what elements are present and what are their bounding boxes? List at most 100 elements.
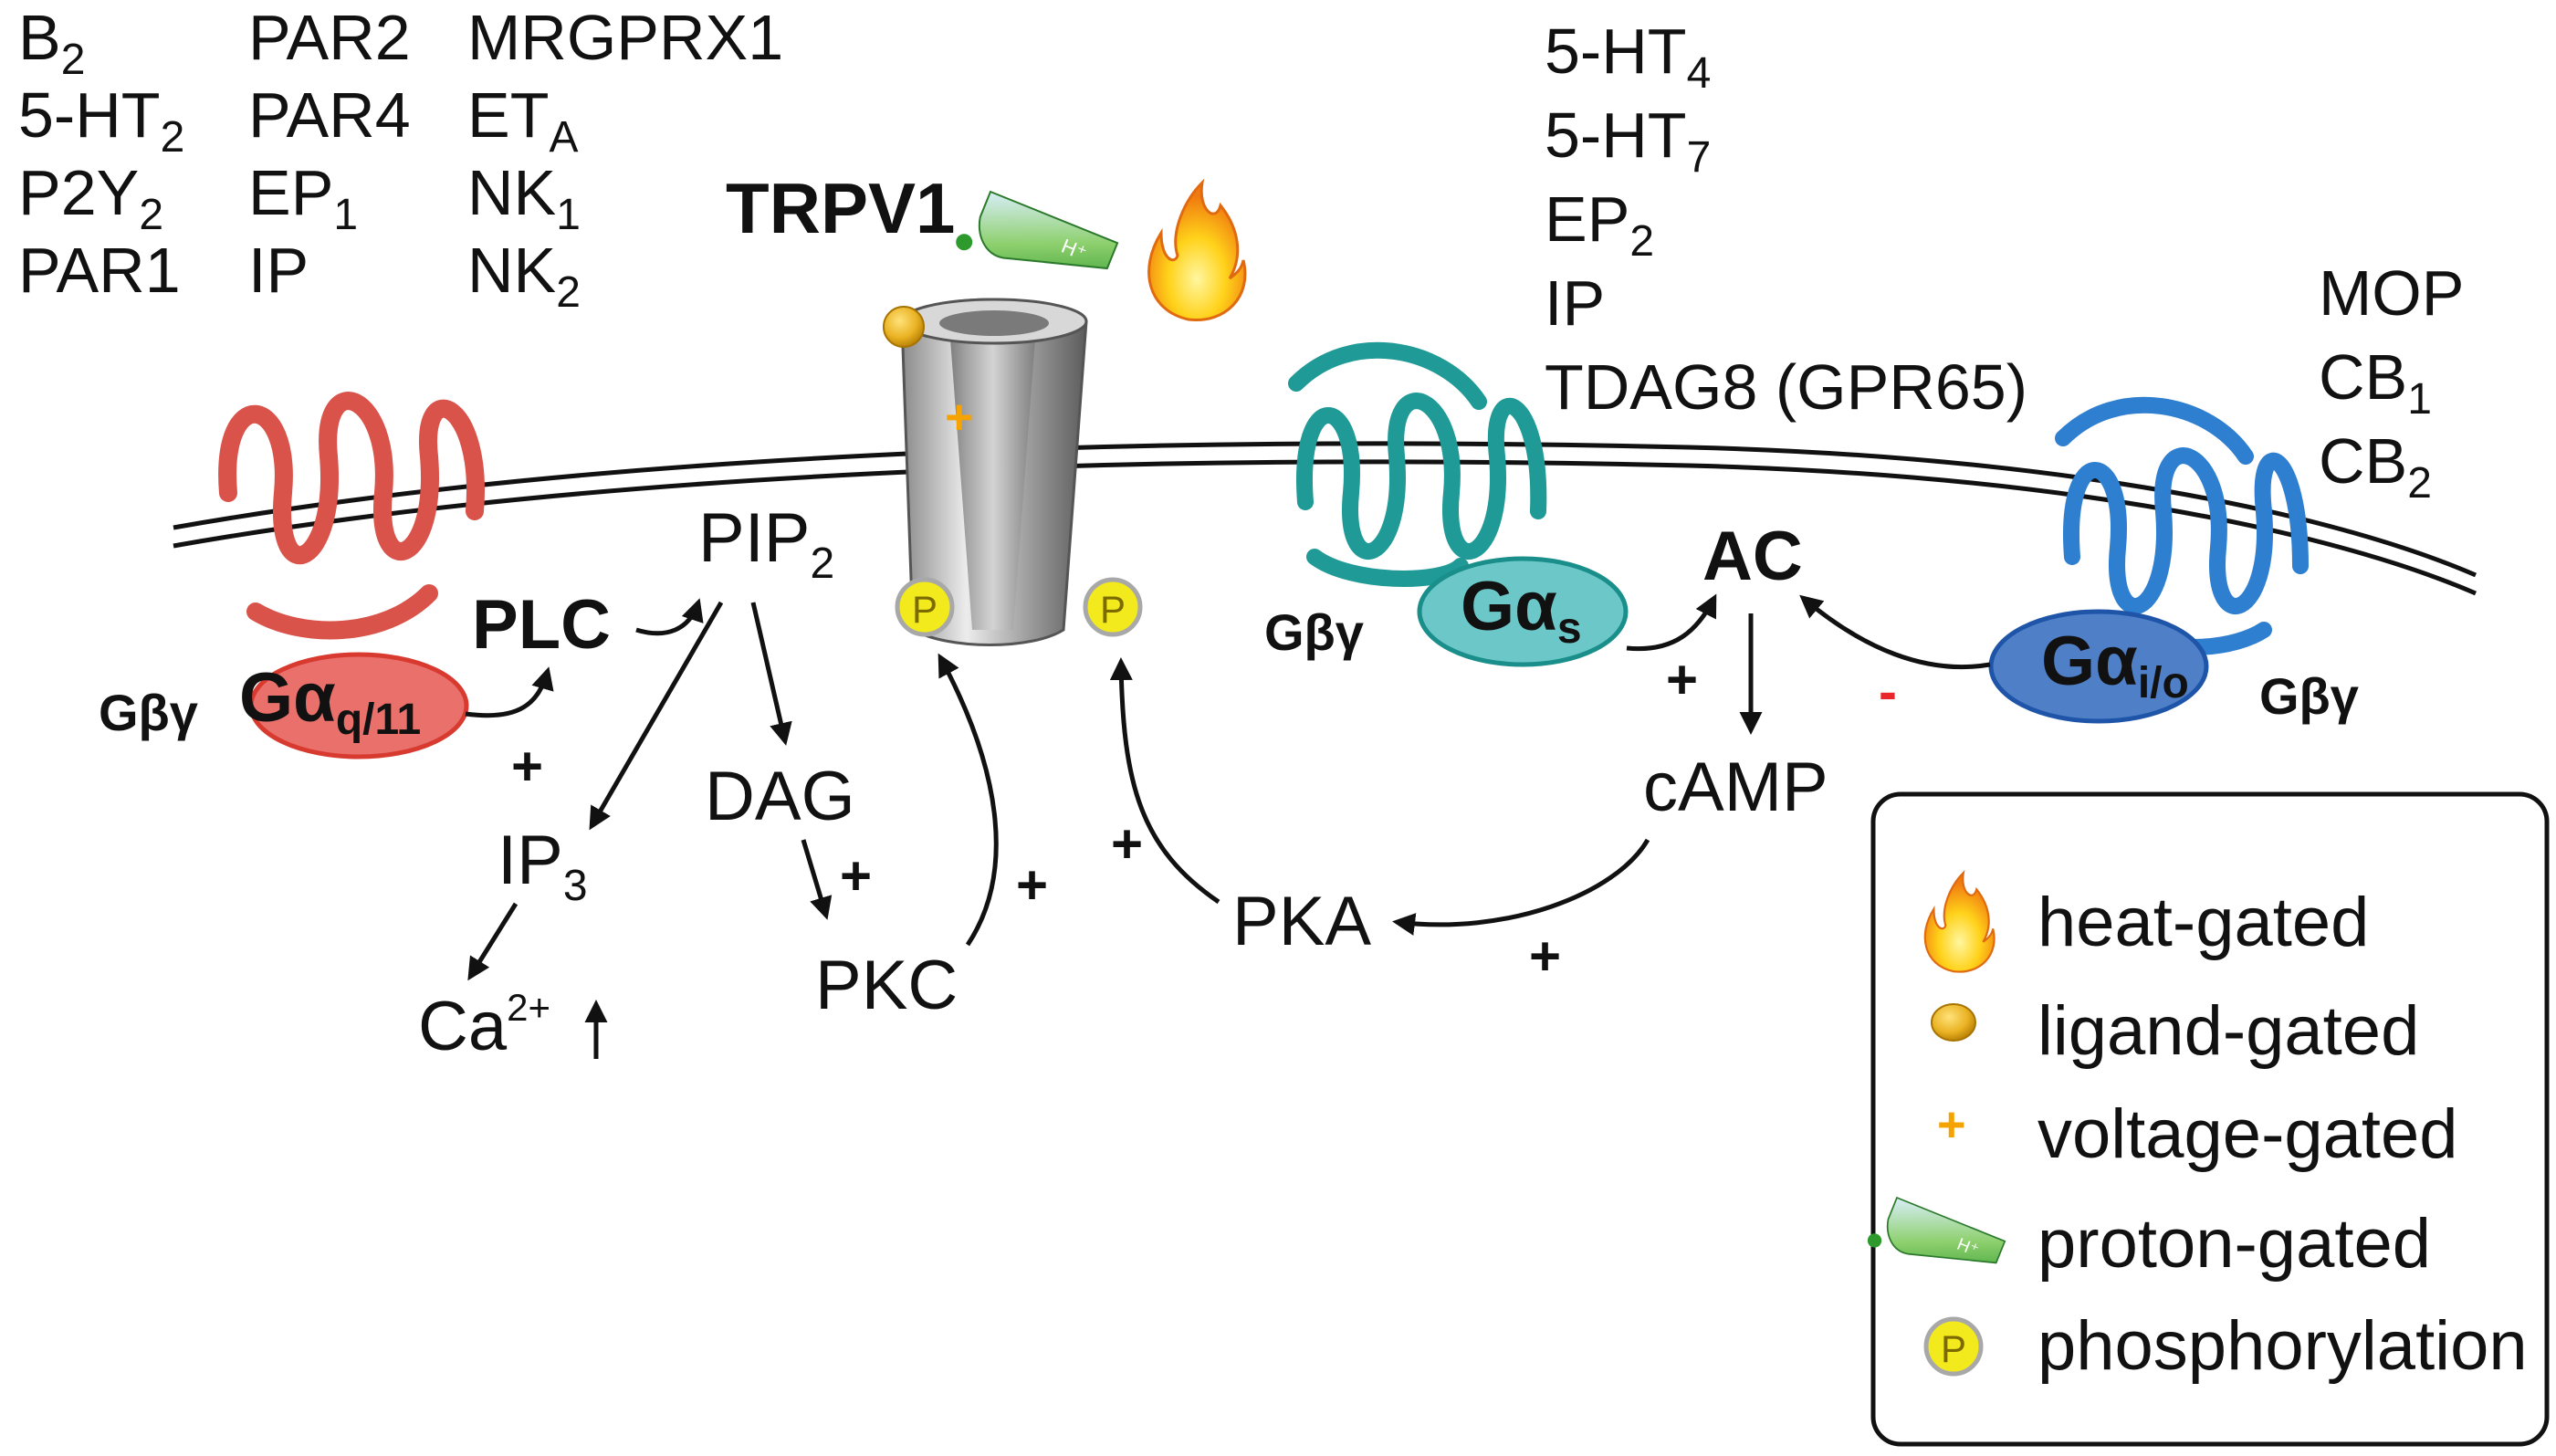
calcium-label: Ca2+	[418, 986, 550, 1065]
arrow-pip2-to-dag	[750, 602, 792, 746]
svg-text:Gαs: Gαs	[1461, 568, 1582, 653]
plus-sign-pkc-trpv1: +	[1016, 854, 1048, 916]
legend-item-ligand: ligand-gated	[1931, 992, 2419, 1070]
gq-alpha-subunit	[248, 652, 469, 759]
legend-box	[1870, 791, 2550, 1447]
pka-label: PKA	[1232, 883, 1371, 960]
arrow-gs-to-ac	[1626, 593, 1717, 652]
gi-receptor-item: MOP	[2319, 257, 2464, 329]
gq-protein: Gαq/11 Gβγ	[99, 652, 469, 759]
gq-betagamma-label: Gβγ	[99, 684, 198, 741]
arrow-camp-to-pka	[1392, 838, 1650, 936]
trpv1-label: TRPV1	[726, 168, 955, 248]
gs-alpha-label: Gα	[1461, 568, 1557, 645]
gs-receptor-item: 5-HT4	[1545, 16, 1711, 98]
ac-label: AC	[1702, 518, 1803, 595]
legend-label-phospho: phosphorylation	[2037, 1307, 2528, 1385]
gs-receptor-item: IP	[1545, 267, 1605, 339]
gi-receptor-item: CB2	[2319, 425, 2432, 508]
gi-alpha-label: Gα	[2041, 623, 2138, 700]
phospho-site-right-icon: P	[1083, 577, 1143, 637]
gq-coupled-receptor-icon	[218, 392, 485, 640]
gs-betagamma-label: Gβγ	[1264, 603, 1364, 661]
phospho-site-left-icon: P	[895, 577, 955, 637]
gs-protein: Gαs Gβγ	[1264, 556, 1629, 667]
gs-alpha-sub: s	[1557, 604, 1582, 653]
gq-col2-receptor-item: EP1	[248, 157, 358, 239]
plus-sign-gs-ac: +	[1666, 649, 1698, 710]
gq-col1-receptor-item: 5-HT2	[18, 79, 184, 162]
camp-label: cAMP	[1643, 749, 1828, 826]
plus-sign-camp-pka: +	[1529, 926, 1561, 987]
legend: heat-gated ligand-gated + voltage-gated …	[1867, 791, 2550, 1447]
gs-receptor-item: 5-HT7	[1545, 100, 1711, 182]
gq-col3-receptor-item: NK2	[467, 235, 581, 317]
gs-receptor-item: TDAG8 (GPR65)	[1545, 351, 2027, 423]
gs-alpha-subunit	[1417, 556, 1629, 667]
ip3-label: IP3	[498, 822, 588, 910]
heat-flame-icon	[1147, 178, 1247, 322]
gq-col3-receptor-item: ETA	[467, 79, 578, 162]
trpv1-channel: + P P TRPV1 H⁺	[726, 168, 1247, 646]
plus-sign-gq-plc: +	[511, 736, 543, 797]
gs-coupled-receptor-icon	[1288, 341, 1547, 587]
minus-sign-gi-ac: -	[1879, 661, 1897, 722]
plc-label: PLC	[472, 586, 611, 664]
legend-label-heat: heat-gated	[2037, 884, 2369, 961]
legend-item-heat: heat-gated	[1923, 870, 2369, 973]
legend-item-phospho: P phosphorylation	[1923, 1307, 2528, 1385]
plus-sign-pka-trpv1: +	[1111, 813, 1143, 875]
voltage-plus-icon: +	[1937, 1097, 1966, 1152]
trpv1-pore-opening	[939, 310, 1049, 336]
svg-text:P: P	[1941, 1327, 1966, 1370]
gi-protein: Gαi/o Gβγ	[1988, 609, 2359, 725]
arrow-pip2-to-ip3	[589, 601, 724, 831]
svg-text:Gαi/o: Gαi/o	[2041, 623, 2189, 707]
trpv1-channel-pore	[949, 318, 1036, 630]
voltage-sensor-icon: +	[945, 390, 974, 445]
gs-receptor-item: EP2	[1545, 183, 1654, 266]
ligand-ball-icon	[1931, 1003, 1976, 1042]
gi-alpha-subunit	[1988, 609, 2209, 724]
svg-text:Gαq/11: Gαq/11	[239, 659, 421, 744]
gq-col2-receptor-item: IP	[248, 235, 309, 306]
dag-label: DAG	[705, 758, 855, 835]
legend-item-proton: H⁺ proton-gated	[1867, 1196, 2431, 1283]
gq-alpha-label: Gα	[239, 659, 336, 737]
gq-col2-receptor-item: PAR4	[248, 79, 411, 151]
legend-label-ligand: ligand-gated	[2037, 992, 2419, 1070]
arrow-gq-to-plc	[465, 666, 554, 718]
arrow-pkc-to-trpv1	[938, 653, 999, 947]
proton-pipette-icon: H⁺	[956, 190, 1119, 270]
gq-col1-receptor-item: PAR1	[18, 235, 181, 306]
arrow-ip3-to-calcium	[467, 902, 519, 981]
arrow-pka-to-trpv1	[1109, 657, 1220, 905]
pkc-label: PKC	[815, 947, 958, 1024]
arrow-dag-to-pkc	[801, 839, 833, 920]
gq-alpha-sub: q/11	[336, 696, 421, 744]
pipette-icon: H⁺	[1867, 1196, 2006, 1264]
gi-alpha-sub: i/o	[2138, 659, 2189, 707]
legend-item-voltage: + voltage-gated	[1937, 1095, 2458, 1173]
gi-receptor-item: CB1	[2319, 341, 2432, 424]
pip2-label: PIP2	[698, 499, 834, 588]
gq-col3-receptor-item: MRGPRX1	[467, 2, 783, 73]
legend-label-proton: proton-gated	[2037, 1205, 2431, 1283]
flame-icon	[1923, 870, 1996, 973]
arrow-gi-inhibits-ac	[1799, 594, 1991, 670]
gq-col1-receptor-item: P2Y2	[18, 157, 163, 239]
plus-sign-dag-pkc: +	[840, 845, 872, 906]
gq-col2-receptor-item: PAR2	[248, 2, 411, 73]
svg-text:P: P	[1100, 588, 1126, 631]
gq-col1-receptor-item: B2	[18, 2, 85, 84]
arrow-plc-to-pip2	[635, 598, 704, 636]
ligand-binding-site-icon	[883, 306, 925, 348]
gq-col3-receptor-item: NK1	[467, 157, 581, 239]
phospho-icon: P	[1923, 1316, 1984, 1377]
